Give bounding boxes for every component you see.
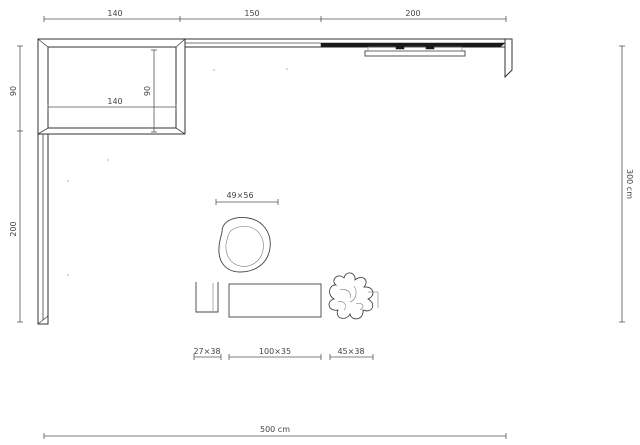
dim-right-total: 300 cm [625,169,634,199]
right-end-wall [504,38,513,79]
dim-left-upper: 90 [9,86,18,96]
armchair-outline [218,217,271,273]
dim-bottom-total: 500 cm [260,425,290,434]
bottom-dimension: 500 cm [43,425,507,439]
side-table: 27×38 [193,282,222,360]
walls [37,38,513,325]
wall-mounted-unit [364,45,466,57]
dim-left-lower: 200 [9,221,18,236]
plant-foliage [328,272,374,320]
dim-sofa: 100×35 [259,347,291,356]
sofa: 100×35 [228,283,322,360]
dark-wall-section [320,42,506,48]
upper-left-shelf-interior [47,46,177,129]
shelf-dimensions: 140 90 [47,49,177,133]
dim-shelf-width: 140 [107,97,122,106]
dim-top-middle: 150 [244,9,259,18]
plant: 45×38 [328,272,379,360]
dim-shelf-height: 90 [143,86,152,96]
dim-side-table: 27×38 [193,347,220,356]
chair: 49×56 [215,191,279,273]
dim-top-right: 200 [405,9,420,18]
left-dimensions: 90 200 [9,45,23,323]
sofa-outline [228,283,322,318]
right-dimension: 300 cm [619,45,634,323]
dim-plant: 45×38 [337,347,364,356]
top-dimensions: 140 150 200 [43,9,507,22]
dim-chair: 49×56 [226,191,253,200]
small-marks [67,68,288,276]
dim-top-left: 140 [107,9,122,18]
